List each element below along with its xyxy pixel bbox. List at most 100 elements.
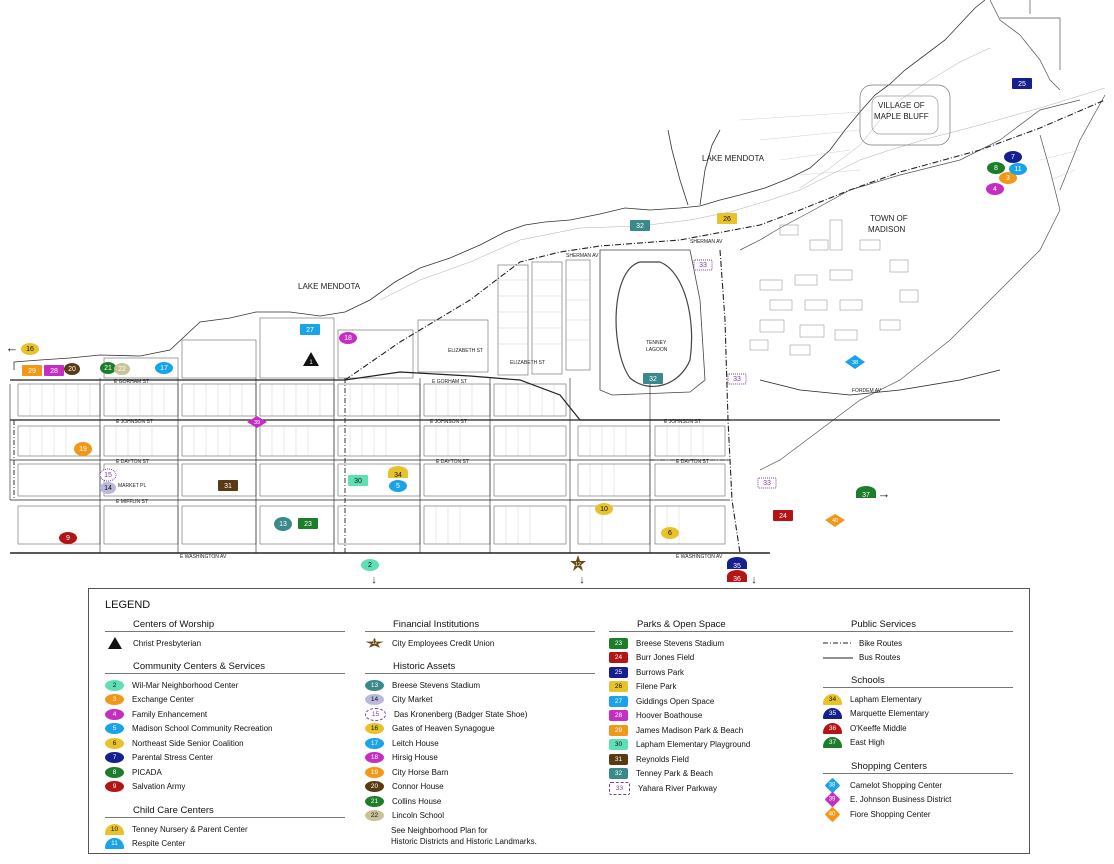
heading-childcare: Child Care Centers [105, 805, 345, 818]
svg-text:E DAYTON ST: E DAYTON ST [116, 459, 149, 465]
oval-marker-icon: 8 [105, 766, 124, 778]
marker-25[interactable]: 25 [1012, 78, 1032, 89]
buildings [749, 219, 919, 356]
marker-26[interactable]: 26 [717, 213, 737, 224]
marker-2[interactable]: 2 [361, 559, 379, 571]
marker-23[interactable]: 23 [298, 518, 318, 529]
marker-24[interactable]: 24 [773, 510, 793, 521]
marker-22[interactable]: 22 [114, 363, 130, 375]
marker-8[interactable]: 8 [987, 162, 1005, 174]
svg-text:MADISON: MADISON [868, 225, 906, 234]
svg-text:24: 24 [779, 513, 787, 520]
marker-30[interactable]: 30 [348, 475, 368, 486]
svg-text:E JOHNSON ST: E JOHNSON ST [430, 419, 467, 425]
oval-marker-icon: 19 [365, 766, 384, 778]
marker-33c[interactable]: 33 [757, 477, 777, 489]
marker-20[interactable]: 20 [64, 363, 80, 375]
svg-text:MARKET PL: MARKET PL [118, 483, 146, 489]
marker-27[interactable]: 27 [300, 324, 320, 335]
marker-18[interactable]: 18 [339, 332, 357, 344]
marker-33b[interactable]: 33 [727, 373, 747, 385]
marker-39[interactable]: 39 [247, 416, 267, 428]
marker-13[interactable]: 13 [274, 517, 292, 531]
marker-15[interactable]: 15 [99, 468, 117, 482]
marker-31[interactable]: 31 [218, 480, 238, 491]
svg-text:9: 9 [66, 535, 70, 542]
marker-3[interactable]: 3 [999, 172, 1017, 184]
heading-shopping: Shopping Centers [823, 761, 1013, 774]
marker-9[interactable]: 9 [59, 532, 77, 544]
svg-text:36: 36 [733, 576, 741, 583]
marker-40[interactable]: 40 [825, 514, 845, 527]
marker-21[interactable]: 21 [100, 362, 116, 374]
svg-text:SHERMAN AV: SHERMAN AV [690, 239, 723, 245]
oval-marker-icon: 36 [823, 722, 842, 734]
tenney-lagoon [599, 249, 706, 396]
svg-text:SHERMAN AV: SHERMAN AV [566, 253, 599, 259]
svg-text:20: 20 [68, 366, 76, 373]
marker-36[interactable]: 36 [727, 570, 747, 583]
bike-route-dashed [13, 378, 730, 553]
svg-text:26: 26 [723, 216, 731, 223]
box-marker-icon: 24 [609, 652, 628, 664]
svg-text:22: 22 [118, 366, 126, 373]
bike-route-line-icon [823, 642, 853, 644]
oval-marker-icon: 2 [105, 679, 124, 691]
marker-29[interactable]: 29 [22, 365, 42, 376]
marker-38[interactable]: 38 [845, 355, 865, 369]
legend-item-bus: Bus Routes [823, 651, 1013, 666]
marker-37[interactable]: 37 [856, 486, 876, 499]
heading-historic: Historic Assets [365, 661, 595, 674]
svg-text:E GORHAM ST: E GORHAM ST [114, 379, 149, 385]
marker-28[interactable]: 28 [44, 365, 64, 376]
marker-10[interactable]: 10 [595, 503, 613, 515]
marker-19[interactable]: 19 [74, 442, 92, 456]
svg-text:18: 18 [344, 335, 352, 342]
marker-32a[interactable]: 32 [630, 220, 650, 231]
svg-text:33: 33 [763, 480, 771, 487]
svg-text:21: 21 [104, 365, 112, 372]
svg-text:2: 2 [368, 562, 372, 569]
oval-marker-icon: 14 [365, 694, 384, 706]
svg-text:6: 6 [668, 530, 672, 537]
legend-item: Christ Presbyterian [105, 636, 345, 651]
oval-marker-icon: 34 [823, 693, 842, 705]
diamond-marker-icon: 39 [824, 791, 841, 808]
legend-panel: LEGEND Centers of Worship Christ Presbyt… [88, 588, 1030, 854]
svg-text:32: 32 [636, 223, 644, 230]
oval-marker-icon: 9 [105, 781, 124, 793]
marker-1[interactable]: 1 [303, 352, 319, 366]
marker-32b[interactable]: 32 [643, 373, 663, 384]
svg-text:28: 28 [50, 368, 58, 375]
svg-text:30: 30 [354, 478, 362, 485]
marker-6[interactable]: 6 [661, 527, 679, 539]
marker-35[interactable]: 35 [727, 557, 747, 570]
marker-17[interactable]: 17 [155, 362, 173, 374]
marker-16[interactable]: 16 [21, 343, 39, 355]
svg-text:E JOHNSON ST: E JOHNSON ST [664, 419, 701, 425]
marker-14[interactable]: 14 [100, 482, 116, 494]
svg-text:5: 5 [396, 483, 400, 490]
marker-7[interactable]: 7 [1004, 151, 1022, 163]
marker-34[interactable]: 34 [388, 466, 408, 479]
marker-4[interactable]: 4 [986, 183, 1004, 195]
marker-33a[interactable]: 33 [693, 259, 713, 271]
marker-12[interactable]: 12 [570, 555, 586, 571]
svg-text:15: 15 [104, 472, 112, 479]
marker-11[interactable]: 11 [1009, 163, 1027, 175]
box-marker-icon: 30 [609, 739, 628, 751]
marker-5[interactable]: 5 [389, 480, 407, 492]
